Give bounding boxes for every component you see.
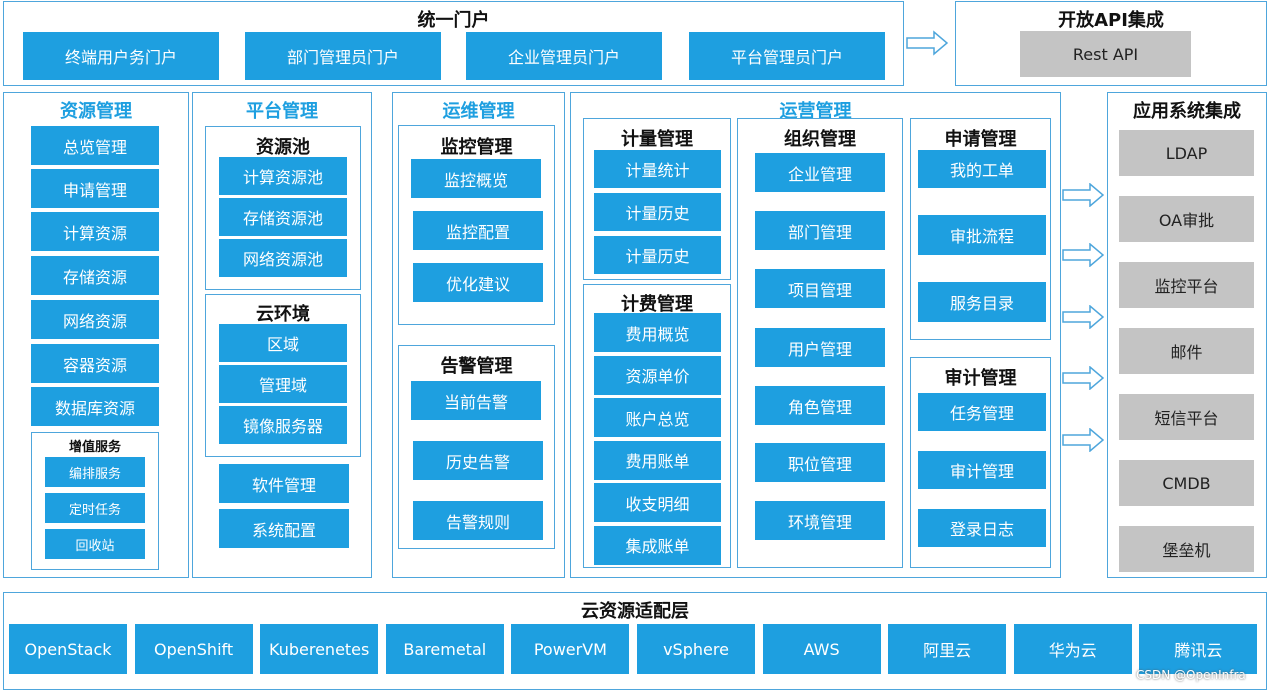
resource-item[interactable]: 存储资源 [31, 256, 159, 295]
system-config-button[interactable]: 系统配置 [219, 509, 349, 548]
integration-item[interactable]: 监控平台 [1119, 262, 1254, 308]
adapter-item[interactable]: 腾讯云 [1139, 624, 1258, 674]
org-item[interactable]: 项目管理 [755, 269, 885, 308]
audit-item[interactable]: 任务管理 [918, 393, 1046, 431]
apply-item[interactable]: 我的工单 [918, 150, 1046, 188]
integration-title: 应用系统集成 [1133, 101, 1241, 122]
watermark: CSDN @OpenInfra [1136, 668, 1246, 682]
integration-item[interactable]: CMDB [1119, 460, 1254, 506]
billing-item[interactable]: 集成账单 [594, 525, 721, 565]
integration-item[interactable]: 堡垒机 [1119, 526, 1254, 572]
billing-item[interactable]: 费用账单 [594, 440, 721, 480]
platform-title: 平台管理 [246, 101, 318, 122]
adapter-item[interactable]: PowerVM [511, 624, 630, 674]
portal-enterprise-admin[interactable]: 企业管理员门户 [466, 32, 662, 80]
monitor-item[interactable]: 监控配置 [413, 211, 543, 250]
cloud-env-item[interactable]: 镜像服务器 [219, 406, 347, 444]
pool-item[interactable]: 存储资源池 [219, 198, 347, 236]
org-item[interactable]: 用户管理 [755, 328, 885, 367]
org-item[interactable]: 职位管理 [755, 443, 885, 482]
org-title: 组织管理 [784, 129, 856, 150]
apply-title: 申请管理 [944, 129, 1017, 150]
arrow-right-icon [1062, 305, 1104, 329]
metering-title: 计量管理 [621, 129, 693, 150]
adapter-item[interactable]: 华为云 [1013, 624, 1132, 674]
ops-title: 运维管理 [442, 101, 515, 122]
resource-title: 资源管理 [60, 101, 132, 122]
billing-item[interactable]: 资源单价 [594, 355, 721, 395]
operation-title: 运营管理 [779, 101, 852, 122]
resource-item[interactable]: 容器资源 [31, 344, 159, 383]
monitor-item[interactable]: 优化建议 [413, 263, 543, 302]
value-added-item[interactable]: 定时任务 [45, 493, 145, 523]
billing-item[interactable]: 费用概览 [594, 313, 721, 352]
metering-item[interactable]: 计量统计 [594, 150, 721, 188]
resource-pool-title: 资源池 [256, 137, 310, 158]
metering-item[interactable]: 计量历史 [594, 193, 721, 231]
alarm-title: 告警管理 [440, 356, 513, 377]
org-item[interactable]: 环境管理 [755, 501, 885, 540]
resource-item[interactable]: 申请管理 [31, 169, 159, 208]
arrow-right-icon [1062, 183, 1104, 207]
adapter-item[interactable]: Baremetal [385, 624, 504, 674]
alarm-item[interactable]: 告警规则 [413, 501, 543, 540]
software-mgmt-button[interactable]: 软件管理 [219, 464, 349, 503]
adapter-item[interactable]: 阿里云 [888, 624, 1007, 674]
api-title: 开放API集成 [1058, 10, 1164, 31]
integration-item[interactable]: 短信平台 [1119, 394, 1254, 440]
arrow-right-icon [1062, 428, 1104, 452]
billing-item[interactable]: 账户总览 [594, 398, 721, 437]
cloud-env-title: 云环境 [256, 304, 310, 325]
pool-item[interactable]: 计算资源池 [219, 157, 347, 195]
portal-end-user[interactable]: 终端用户务门户 [23, 32, 219, 80]
monitor-item[interactable]: 监控概览 [411, 159, 541, 198]
org-item[interactable]: 角色管理 [755, 386, 885, 425]
billing-title: 计费管理 [621, 294, 693, 315]
adapter-item[interactable]: AWS [762, 624, 881, 674]
adapter-item[interactable]: OpenStack [9, 624, 127, 674]
monitor-title: 监控管理 [440, 137, 513, 158]
metering-item[interactable]: 计量历史 [594, 236, 721, 274]
resource-item[interactable]: 网络资源 [31, 300, 159, 339]
billing-item[interactable]: 收支明细 [594, 483, 721, 522]
audit-item[interactable]: 审计管理 [918, 451, 1046, 489]
adapter-item[interactable]: vSphere [637, 624, 755, 674]
apply-item[interactable]: 审批流程 [918, 215, 1046, 255]
adapter-title: 云资源适配层 [581, 601, 689, 622]
alarm-item[interactable]: 历史告警 [413, 441, 543, 480]
arrow-right-icon [1062, 366, 1104, 390]
audit-item[interactable]: 登录日志 [918, 509, 1046, 547]
integration-item[interactable]: LDAP [1119, 130, 1254, 176]
resource-item[interactable]: 总览管理 [31, 126, 159, 165]
audit-title: 审计管理 [944, 368, 1017, 389]
integration-item[interactable]: OA审批 [1119, 196, 1254, 242]
portal-dept-admin[interactable]: 部门管理员门户 [245, 32, 441, 80]
portal-title: 统一门户 [417, 10, 490, 31]
arrow-right-icon [906, 30, 948, 56]
alarm-item[interactable]: 当前告警 [411, 381, 541, 420]
integration-item[interactable]: 邮件 [1119, 328, 1254, 374]
pool-item[interactable]: 网络资源池 [219, 239, 347, 277]
value-added-item[interactable]: 编排服务 [45, 457, 145, 487]
resource-item[interactable]: 数据库资源 [31, 387, 159, 426]
apply-item[interactable]: 服务目录 [918, 282, 1046, 322]
cloud-env-item[interactable]: 管理域 [219, 365, 347, 403]
arrow-right-icon [1062, 243, 1104, 267]
cloud-env-item[interactable]: 区域 [219, 324, 347, 362]
org-item[interactable]: 企业管理 [755, 153, 885, 192]
value-added-item[interactable]: 回收站 [45, 529, 145, 559]
rest-api-box[interactable]: Rest API [1020, 31, 1191, 77]
adapter-item[interactable]: Kuberenetes [260, 624, 379, 674]
portal-platform-admin[interactable]: 平台管理员门户 [689, 32, 885, 80]
adapter-item[interactable]: OpenShift [134, 624, 253, 674]
resource-item[interactable]: 计算资源 [31, 212, 159, 251]
value-added-title: 增值服务 [68, 440, 121, 455]
org-item[interactable]: 部门管理 [755, 211, 885, 250]
